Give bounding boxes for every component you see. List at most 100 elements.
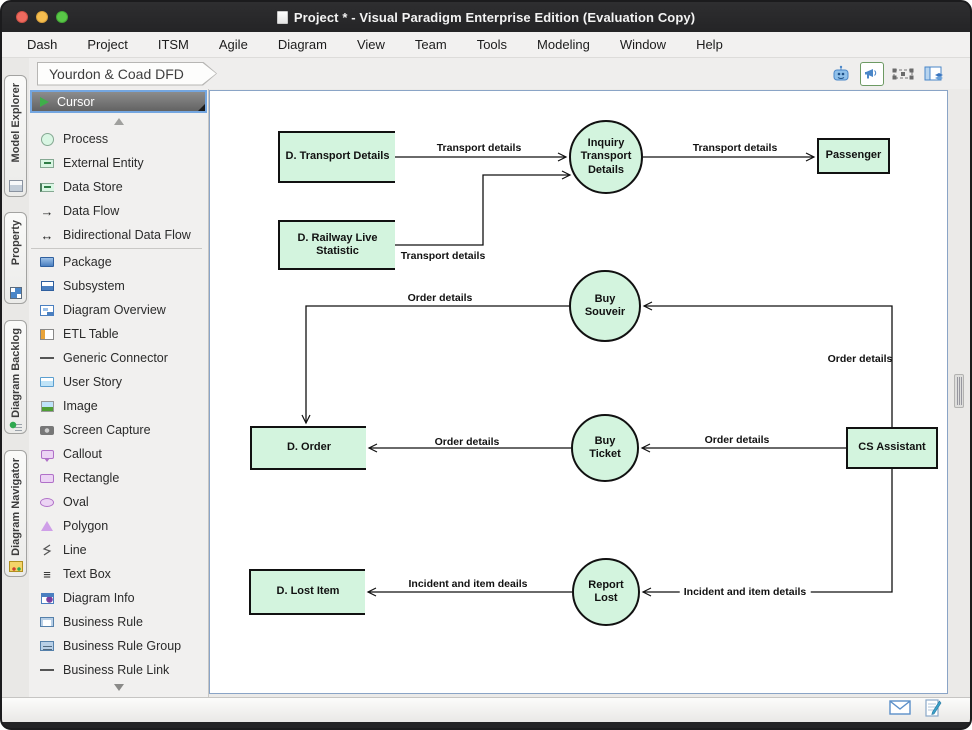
toolbar-icons <box>829 61 970 86</box>
data-flow-icon: → <box>40 203 54 219</box>
external-entity-cs-assistant[interactable]: CS Assistant <box>846 427 938 469</box>
package-icon <box>39 255 55 269</box>
flow-label[interactable]: Transport details <box>692 142 778 154</box>
flow-label[interactable]: Order details <box>704 434 770 446</box>
menu-item-project[interactable]: Project <box>87 37 128 52</box>
process-report-lost[interactable]: Report Lost <box>572 558 640 626</box>
side-tab-diagram-navigator[interactable]: Diagram Navigator <box>4 450 27 577</box>
side-tab-property[interactable]: Property <box>4 212 27 304</box>
palette-item-label: User Story <box>63 375 123 389</box>
palette-item-business-rule-link[interactable]: Business Rule Link <box>29 658 208 682</box>
side-tab-label: Model Explorer <box>9 83 22 163</box>
edit-note-icon[interactable] <box>925 698 942 722</box>
data-store-d-railway-live-statistic[interactable]: D. Railway Live Statistic <box>278 220 395 270</box>
palette-item-diagram-overview[interactable]: Diagram Overview <box>29 298 208 322</box>
palette-item-bidirectional-data-flow[interactable]: ↔ Bidirectional Data Flow <box>29 223 208 247</box>
palette-item-etl-table[interactable]: ETL Table <box>29 322 208 346</box>
palette-item-business-rule-group[interactable]: Business Rule Group <box>29 634 208 658</box>
palette-item-screen-capture[interactable]: Screen Capture <box>29 418 208 442</box>
palette-scroll-up-icon[interactable] <box>113 118 124 125</box>
etl-table-icon <box>39 327 55 341</box>
palette-item-line[interactable]: Line <box>29 538 208 562</box>
palette-item-data-flow[interactable]: → Data Flow <box>29 199 208 223</box>
palette-item-subsystem[interactable]: Subsystem <box>29 274 208 298</box>
side-tab-model-explorer[interactable]: Model Explorer <box>4 75 27 197</box>
menu-item-dash[interactable]: Dash <box>27 37 58 52</box>
callout-icon <box>39 447 55 462</box>
menu-item-itsm[interactable]: ITSM <box>157 37 189 52</box>
palette-item-label: Polygon <box>63 519 109 533</box>
panel-layout-icon[interactable] <box>922 62 946 86</box>
palette-item-external-entity[interactable]: External Entity <box>29 151 208 175</box>
side-tab-diagram-backlog[interactable]: Diagram Backlog <box>4 320 27 434</box>
palette-item-text-box[interactable]: ≡ Text Box <box>29 562 208 586</box>
flow-label[interactable]: Transport details <box>436 142 522 154</box>
menu-item-window[interactable]: Window <box>619 37 667 52</box>
process-buy-ticket[interactable]: Buy Ticket <box>571 414 639 482</box>
menu-item-agile[interactable]: Agile <box>218 37 248 52</box>
shape-label: CS Assistant <box>858 441 926 454</box>
external-entity-passenger[interactable]: Passenger <box>817 138 890 174</box>
palette-item-oval[interactable]: Oval <box>29 490 208 514</box>
marquee-selection-icon[interactable] <box>891 62 915 86</box>
flow-label[interactable]: Order details <box>827 353 893 365</box>
flow-cs-assistant-to-report-lost[interactable] <box>641 469 893 597</box>
palette-item-business-rule[interactable]: Business Rule <box>29 610 208 634</box>
traffic-lights <box>16 11 68 23</box>
flow-buy-souveir-to-d-order[interactable] <box>301 305 569 425</box>
minimize-button[interactable] <box>36 11 48 23</box>
palette-item-user-story[interactable]: User Story <box>29 370 208 394</box>
flow-label[interactable]: Incident and item deails <box>408 578 528 590</box>
mail-icon[interactable] <box>889 700 911 720</box>
polygon-icon <box>39 519 55 533</box>
shape-label: Report Lost <box>588 578 624 604</box>
palette-item-package[interactable]: Package <box>29 250 208 274</box>
robot-assistant-icon[interactable] <box>829 62 853 86</box>
menu-item-team[interactable]: Team <box>414 37 447 52</box>
close-button[interactable] <box>16 11 28 23</box>
palette-item-rectangle[interactable]: Rectangle <box>29 466 208 490</box>
splitter-grip[interactable] <box>954 374 964 408</box>
palette-scroll-down-icon[interactable] <box>113 684 124 691</box>
palette-item-generic-connector[interactable]: Generic Connector <box>29 346 208 370</box>
menu-item-view[interactable]: View <box>356 37 385 52</box>
data-store-d-order[interactable]: D. Order <box>250 426 366 470</box>
title-bar[interactable]: Project * - Visual Paradigm Enterprise E… <box>2 2 970 32</box>
palette-item-callout[interactable]: Callout <box>29 442 208 466</box>
menu-item-tools[interactable]: Tools <box>476 37 508 52</box>
zoom-button[interactable] <box>56 11 68 23</box>
palette-item-process[interactable]: Process <box>29 127 208 151</box>
screen-capture-icon <box>39 423 55 437</box>
document-icon <box>276 10 288 24</box>
menu-item-diagram[interactable]: Diagram <box>277 37 327 52</box>
palette-item-polygon[interactable]: Polygon <box>29 514 208 538</box>
palette-item-label: Diagram Info <box>63 591 135 605</box>
flow-label[interactable]: Transport details <box>400 250 486 262</box>
flow-cs-assistant-to-buy-souveir[interactable] <box>642 301 893 427</box>
diagram-overview-icon <box>39 303 55 317</box>
palette-item-image[interactable]: Image <box>29 394 208 418</box>
palette-item-label: Generic Connector <box>63 351 168 365</box>
flow-label[interactable]: Order details <box>434 436 500 448</box>
flow-label[interactable]: Incident and item details <box>679 586 811 598</box>
menu-item-modeling[interactable]: Modeling <box>537 37 590 52</box>
shape-label: D. Lost Item <box>276 585 340 598</box>
process-buy-souveir[interactable]: Buy Souveir <box>569 270 641 342</box>
process-inquiry-transport-details[interactable]: Inquiry Transport Details <box>569 120 643 194</box>
breadcrumb[interactable]: Yourdon & Coad DFD <box>37 62 217 86</box>
data-store-d-lost-item[interactable]: D. Lost Item <box>249 569 365 615</box>
title-wrap: Project * - Visual Paradigm Enterprise E… <box>276 10 695 25</box>
diagram-canvas[interactable]: D. Transport Details D. Railway Live Sta… <box>209 90 948 694</box>
flow-label[interactable]: Order details <box>407 292 473 304</box>
user-story-icon <box>39 375 55 389</box>
data-store-d-transport-details[interactable]: D. Transport Details <box>278 131 395 183</box>
menu-item-help[interactable]: Help <box>696 37 723 52</box>
announcement-icon[interactable] <box>860 61 884 86</box>
palette-item-label: Business Rule Link <box>63 663 170 677</box>
generic-connector-icon <box>39 351 55 365</box>
palette-item-diagram-info[interactable]: Diagram Info <box>29 586 208 610</box>
flow-railway-statistic-to-inquiry[interactable] <box>395 170 572 246</box>
palette-item-cursor[interactable]: Cursor <box>30 90 207 113</box>
palette-item-data-store[interactable]: Data Store <box>29 175 208 199</box>
